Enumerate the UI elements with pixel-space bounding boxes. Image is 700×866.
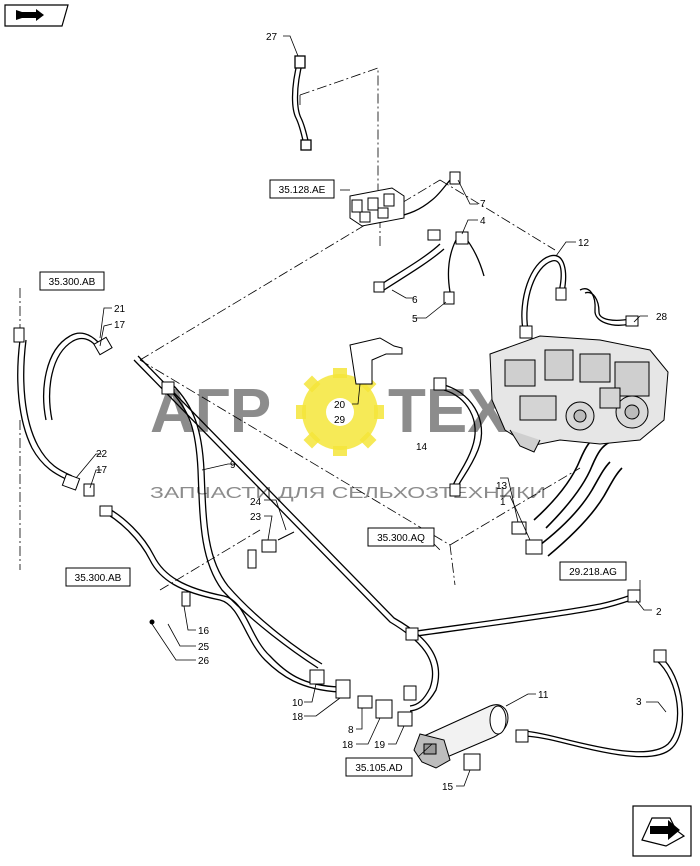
fitting-hose-2-right <box>627 589 641 603</box>
fitting-hose-3-top <box>653 649 667 663</box>
fitting-5 <box>443 291 455 305</box>
fitting-14-bottom <box>449 483 461 497</box>
clip-23-lower <box>247 549 257 569</box>
callouts: 27 7 4 12 6 5 28 21 17 20 29 14 22 17 9 … <box>96 32 668 793</box>
callout-24: 24 <box>250 497 262 508</box>
hoses <box>17 55 684 758</box>
fitting-4 <box>455 231 469 245</box>
ref-box-35-300-ab-top[interactable]: 35.300.AB <box>39 271 105 291</box>
clamp-1 <box>525 539 543 555</box>
fitting-18-right <box>375 699 393 719</box>
clip-16 <box>181 591 191 607</box>
callout-7: 7 <box>480 199 486 210</box>
watermark-tagline: ЗАПЧАСТИ ДЛЯ СЕЛЬХОЗТЕХНИКИ <box>150 485 546 502</box>
fitting-lower-tube <box>99 505 113 517</box>
ref-box-label: 35.300.AB <box>75 573 122 584</box>
fitting-7 <box>449 171 461 185</box>
ref-box-35-128-ae[interactable]: 35.128.AE <box>269 179 335 199</box>
reference-lines <box>19 67 641 600</box>
screw-24 <box>277 531 295 541</box>
fitting-18-left <box>335 679 351 699</box>
fitting-hose-2-left <box>405 627 419 641</box>
callout-9: 9 <box>230 460 236 471</box>
callout-15: 15 <box>442 782 454 793</box>
fitting-9-top <box>161 381 175 395</box>
callout-18-right: 18 <box>342 740 354 751</box>
callout-21: 21 <box>114 304 126 315</box>
callout-11: 11 <box>538 690 549 701</box>
fitting-12-right <box>555 287 567 301</box>
callout-16: 16 <box>198 626 210 637</box>
callout-18-left: 18 <box>292 712 304 723</box>
screw-26 <box>149 619 155 625</box>
fitting-10 <box>309 669 325 685</box>
navigation-book-icon[interactable] <box>4 4 69 27</box>
callout-20: 20 <box>334 400 346 411</box>
ref-box-label: 35.105.AD <box>355 763 402 774</box>
fitting-21 <box>93 336 113 356</box>
callout-3: 3 <box>636 697 642 708</box>
callout-2: 2 <box>656 607 662 618</box>
fitting-17-lower <box>83 483 95 497</box>
callout-6: 6 <box>412 295 418 306</box>
fitting-19 <box>397 711 413 727</box>
callout-10: 10 <box>292 698 304 709</box>
clamp-13 <box>511 521 527 535</box>
ref-box-35-105-ad[interactable]: 35.105.AD <box>345 757 413 777</box>
fitting-28 <box>625 315 639 327</box>
callout-17-bottom: 17 <box>96 465 108 476</box>
watermark: АГР ТЕХ ЗАПЧАСТИ ДЛЯ СЕЛЬХОЗТЕХНИКИ <box>150 368 546 502</box>
callout-26: 26 <box>198 656 210 667</box>
ref-box-label: 35.128.AE <box>279 185 326 196</box>
callout-12: 12 <box>578 238 590 249</box>
callout-22: 22 <box>96 449 108 460</box>
fitting-12-left <box>519 325 533 339</box>
fitting-6-left <box>373 281 385 293</box>
ref-box-35-300-aq[interactable]: 35.300.AQ <box>367 527 435 547</box>
fitting-8 <box>357 695 373 709</box>
callout-1: 1 <box>500 497 506 508</box>
hydraulic-pump <box>489 335 669 453</box>
fitting-hose-3-bottom <box>515 729 529 743</box>
callout-23: 23 <box>250 512 262 523</box>
reference-boxes: 35.128.AE 35.300.AB 35.300.AB 35.300.AQ … <box>39 179 627 777</box>
callout-14: 14 <box>416 442 428 453</box>
callout-29: 29 <box>334 415 346 426</box>
fitting-6 <box>427 229 441 241</box>
fitting-14-top <box>433 377 447 391</box>
fitting-15 <box>463 753 481 771</box>
callout-27: 27 <box>266 32 278 43</box>
callout-25: 25 <box>198 642 210 653</box>
clip-23 <box>261 539 277 553</box>
leader-lines <box>75 35 667 787</box>
fittings <box>13 171 667 771</box>
filter-11 <box>413 704 509 769</box>
callout-5: 5 <box>412 314 418 325</box>
ref-box-label: 35.300.AB <box>49 277 96 288</box>
ref-box-29-218-ag[interactable]: 29.218.AG <box>559 561 627 581</box>
callout-13: 13 <box>496 481 508 492</box>
callout-4: 4 <box>480 216 486 227</box>
next-page-arrow-icon[interactable] <box>632 805 692 857</box>
bracket-20 <box>349 337 403 385</box>
ref-box-label: 35.300.AQ <box>377 533 425 544</box>
watermark-logo-right: ТЕХ <box>388 377 509 446</box>
callout-19: 19 <box>374 740 386 751</box>
ref-box-35-300-ab-bottom[interactable]: 35.300.AB <box>65 567 131 587</box>
callout-17-top: 17 <box>114 320 126 331</box>
callout-28: 28 <box>656 312 668 323</box>
fitting-22 <box>61 473 81 491</box>
fitting-left-top <box>13 327 25 343</box>
valve-block <box>349 187 405 227</box>
fitting-tube-end <box>403 685 417 701</box>
callout-8: 8 <box>348 725 354 736</box>
ref-box-label: 29.218.AG <box>569 567 617 578</box>
